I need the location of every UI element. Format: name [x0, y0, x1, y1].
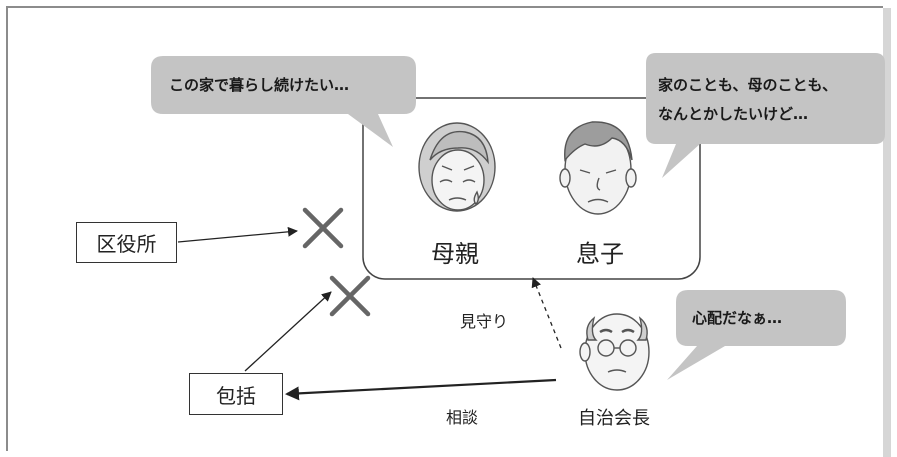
arrow-watch-dashed — [531, 277, 562, 349]
arrow-consult — [285, 378, 557, 401]
mother-speech-bubble — [151, 56, 416, 147]
cross-mark-ward — [302, 207, 344, 249]
mother-face-icon — [418, 122, 496, 212]
chairman-face-icon — [579, 313, 650, 391]
mother-label: 母親 — [431, 240, 479, 268]
frame-shadow — [883, 8, 891, 457]
consult-label: 相談 — [446, 408, 479, 427]
cross-mark-comprehensive — [329, 275, 371, 317]
son-speech-bubble — [646, 53, 885, 178]
watch-label: 見守り — [460, 312, 509, 331]
chairman-speech-bubble — [667, 290, 846, 380]
ward-office-box: 区役所 — [76, 222, 177, 263]
chairman-bubble-text: 心配だなぁ… — [692, 309, 783, 327]
ward-office-label: 区役所 — [96, 232, 157, 256]
son-label: 息子 — [576, 240, 624, 268]
comprehensive-box: 包括 — [189, 373, 283, 415]
comprehensive-label: 包括 — [216, 383, 256, 408]
chairman-label: 自治会長 — [578, 408, 650, 429]
mother-bubble-text: この家で暮らし続けたい… — [169, 76, 350, 94]
son-bubble-text-line1: 家のことも、母のことも、 — [658, 76, 838, 94]
diagram-frame — [6, 6, 883, 451]
arrow-ward-to-family — [177, 226, 298, 243]
arrow-comprehensive-to-family — [244, 291, 332, 372]
son-bubble-text-line2: なんとかしたいけど… — [658, 105, 809, 123]
son-face-icon — [559, 121, 637, 215]
